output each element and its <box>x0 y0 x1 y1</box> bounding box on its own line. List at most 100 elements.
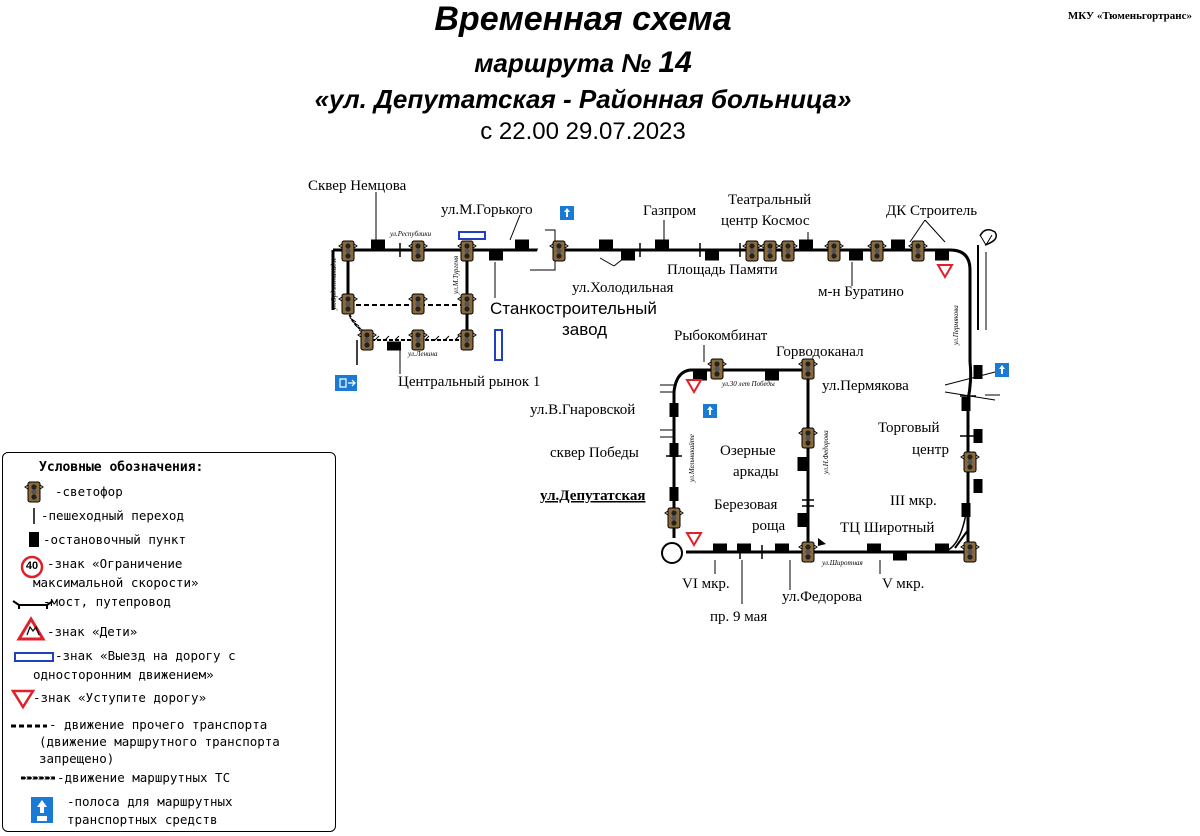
traffic-light-icon <box>457 240 477 262</box>
street-mturgeva: ул.М.Тургеня <box>452 256 460 295</box>
stop-iii-mkr: III мкр. <box>890 493 937 509</box>
stop-v-mkr: V мкр. <box>882 576 924 592</box>
legend-yield: -знак «Уступите дорогу» <box>33 690 207 705</box>
traffic-light-icon <box>778 240 798 262</box>
traffic-light-icon <box>798 358 818 380</box>
stop-gazprom: Газпром <box>643 203 697 219</box>
legend-symbols <box>10 481 55 823</box>
stop-icon <box>29 532 39 547</box>
street-respubliki: ул.Республики <box>389 230 432 238</box>
stop-gorkogo: ул.М.Горького <box>441 202 533 218</box>
stop-ozernye-2: аркады <box>733 464 779 480</box>
traffic-light-icon <box>24 481 44 503</box>
stop-labels: Сквер Немцова ул.М.Горького Газпром Теат… <box>308 178 977 625</box>
stop-nemtsova: Сквер Немцова <box>308 178 407 194</box>
speed-limit-icon <box>20 555 44 579</box>
traffic-light-icon <box>908 240 928 262</box>
stop-permyakova: ул.Пермякова <box>822 378 909 394</box>
street-nfedorova: ул.Н.Федорова <box>822 430 830 475</box>
traffic-light-icon <box>408 240 428 262</box>
oneway-sign-icon <box>494 329 503 361</box>
stop-buratino: м-н Буратино <box>818 284 904 300</box>
legend-other-2: (движение маршрутного транспорта <box>39 734 280 749</box>
street-names: ул.Республики ул.Орджоникидзе ул.М.Турге… <box>330 230 960 567</box>
legend-oneway-2: односторонним движением» <box>33 667 214 682</box>
traffic-light-icon <box>760 240 780 262</box>
bridge-icon <box>12 600 54 609</box>
traffic-light-icon <box>357 329 377 351</box>
traffic-light-icon <box>408 293 428 315</box>
street-pobedy30: ул.30 лет Победы <box>721 380 775 388</box>
street-lenina: ул.Ленина <box>407 350 438 358</box>
bus-lane-icon <box>703 404 717 418</box>
traffic-light-icon <box>408 329 428 351</box>
legend-lane-1: -полоса для маршрутных <box>67 794 233 809</box>
traffic-light-icon <box>338 240 358 262</box>
stop-skver-pobedy: сквер Победы <box>550 445 639 461</box>
organization: МКУ «Тюменьгортранс» <box>1067 10 1192 22</box>
stop-berezovaya-2: роща <box>752 518 786 534</box>
street-shirotnaya: ул.Широтная <box>821 559 863 567</box>
route-prefix: маршрута № <box>474 48 652 78</box>
oneway-sign-icon <box>458 231 486 240</box>
page-title: Временная схема <box>434 0 732 38</box>
route-number: 14 <box>658 46 692 79</box>
speed-limit-value: 40 <box>25 560 39 572</box>
route-number-line: маршрута № 14 <box>0 46 1166 80</box>
traffic-light-icon <box>960 541 980 563</box>
traffic-light-icon <box>549 240 569 262</box>
traffic-light-icon <box>798 541 818 563</box>
stop-torg-1: Торговый <box>878 420 940 436</box>
stop-gnarovskoy: ул.В.Гнаровской <box>530 402 635 418</box>
street-melnikayte: ул.Мельникайте <box>688 434 696 483</box>
traffic-light-icon <box>664 507 684 529</box>
stop-kholodilnaya: ул.Холодильная <box>572 280 673 296</box>
yield-sign-icon <box>10 689 36 710</box>
legend-traffic-light: -светофор <box>55 484 123 499</box>
stop-teatr-2: центр Космос <box>721 213 810 229</box>
stop-vi-mkr: VI мкр. <box>682 576 730 592</box>
stop-berezovaya-1: Березовая <box>714 497 777 513</box>
legend-lane-2: транспортных средств <box>67 812 218 827</box>
traffic-light-icon <box>824 240 844 262</box>
legend-crossing: -пешеходный переход <box>41 508 184 523</box>
traffic-light-icon <box>457 329 477 351</box>
stop-pr9maya: пр. 9 мая <box>710 609 767 625</box>
bus-lane-icon <box>560 206 574 220</box>
bus-lane-icon <box>995 363 1009 377</box>
stop-ploshchad: Площадь Памяти <box>667 262 778 278</box>
yield-sign-icon <box>686 532 702 546</box>
legend-speed-2: максимальной скорости» <box>33 575 199 590</box>
legend-other-1: - движение прочего транспорта <box>49 717 268 732</box>
yield-sign-icon <box>686 379 702 393</box>
traffic-light-icon <box>960 451 980 473</box>
stop-teatr-1: Театральный <box>728 192 811 208</box>
legend-title: Условные обозначения: <box>39 460 204 475</box>
legend-stop: -остановочный пункт <box>43 532 186 547</box>
traffic-light-icon <box>742 240 762 262</box>
legend-route: -движение маршрутных ТС <box>57 770 231 785</box>
street-ordzhonikidze: ул.Орджоникидзе <box>330 257 338 311</box>
traffic-light-icon <box>338 293 358 315</box>
stop-fedorova: ул.Федорова <box>782 589 862 605</box>
stop-tts: ТЦ Широтный <box>840 520 934 536</box>
stop-deputatskaya: ул.Депутатская <box>540 488 646 504</box>
stop-rybokombinat: Рыбокомбинат <box>674 328 768 344</box>
legend-children: -знак «Дети» <box>47 624 138 639</box>
road-network <box>331 192 1000 604</box>
valid-from: с 22.00 29.07.2023 <box>480 118 686 145</box>
stop-ozernye-1: Озерные <box>720 443 776 459</box>
oneway-sign-icon <box>14 652 54 662</box>
traffic-light-icon <box>707 358 727 380</box>
stop-tsentr-rynok: Центральный рынок 1 <box>398 374 540 390</box>
legend-panel: Условные обозначения: 40 -светофор -пеше… <box>2 452 336 832</box>
road-signs <box>335 206 1009 546</box>
stop-dk: ДК Строитель <box>886 203 977 219</box>
traffic-light-icon <box>867 240 887 262</box>
yield-sign-icon <box>937 264 953 278</box>
street-permyakova: ул.Пермякова <box>952 305 960 346</box>
stop-stankozavod-1: Станкостроительный <box>490 299 657 318</box>
stop-gorvodokanal: Горводоканал <box>776 344 864 360</box>
stop-torg-2: центр <box>912 442 949 458</box>
